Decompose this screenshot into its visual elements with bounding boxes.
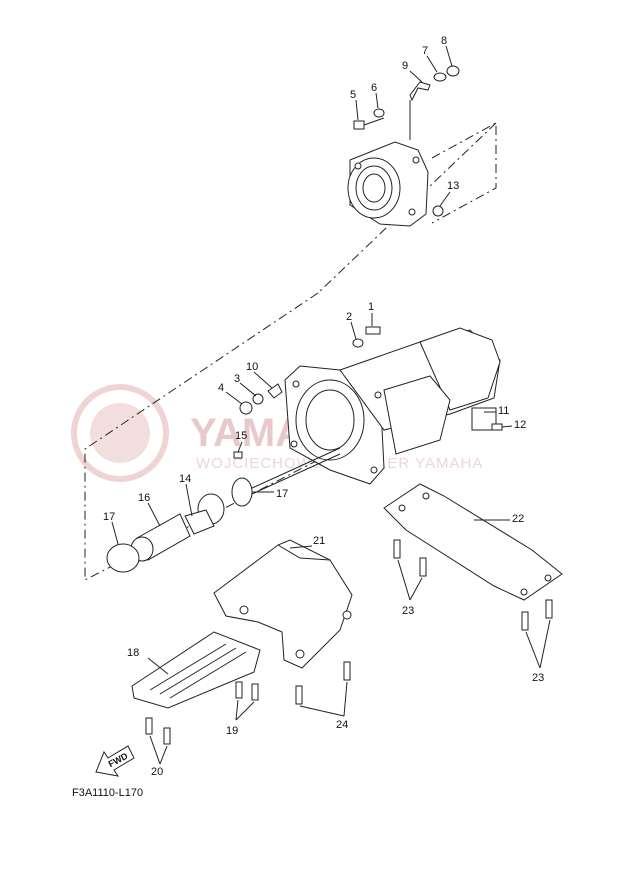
callout-18: 18 [127,647,139,659]
callout-24: 24 [336,719,348,731]
callout-7: 7 [422,45,428,57]
callout-11: 11 [498,405,509,417]
upper-frame-line [431,122,497,224]
callout-15: 15 [235,430,247,442]
top-frame-line [317,122,497,294]
upper-fasteners [353,65,460,217]
callout-23-left: 23 [402,605,414,617]
callout-12: 12 [514,419,526,431]
callout-17-right: 17 [276,488,288,500]
shaft-components [106,477,253,573]
left-frame-line [84,292,319,581]
intake-duct [131,631,261,709]
pump-fasteners [233,326,503,459]
fwd-arrow: FWD [95,745,135,777]
diagram-code: F3A1110-L170 [72,787,143,799]
drive-shaft [249,447,341,495]
assembly-frame [84,122,497,581]
callout-5: 5 [350,89,356,101]
bolt-groups [145,539,553,745]
callout-8: 8 [441,35,447,47]
ride-plate [383,483,563,601]
callout-4: 4 [218,382,224,394]
callout-10: 10 [246,361,258,373]
callout-23-right: 23 [532,672,544,684]
callout-9: 9 [402,60,408,72]
leader-lines [111,45,551,765]
callout-6: 6 [371,82,377,94]
callout-17-left: 17 [103,511,115,523]
intake-grate [213,539,353,669]
callout-16: 16 [138,492,150,504]
watermark-logo-core [90,403,150,463]
callout-3: 3 [234,373,240,385]
callout-2: 2 [346,311,352,323]
jet-pump-housing [284,327,501,485]
callout-20: 20 [151,766,163,778]
bearing-housing [347,141,429,227]
callout-14: 14 [179,473,191,485]
watermark-logo-ring [71,384,169,482]
callout-labels: 5 6 9 7 8 13 1 2 10 3 4 11 12 15 14 16 1… [103,35,544,778]
callout-1: 1 [368,301,374,313]
callout-21: 21 [313,535,325,547]
callout-22: 22 [512,513,524,525]
callout-19: 19 [226,725,238,737]
callout-13: 13 [447,180,459,192]
